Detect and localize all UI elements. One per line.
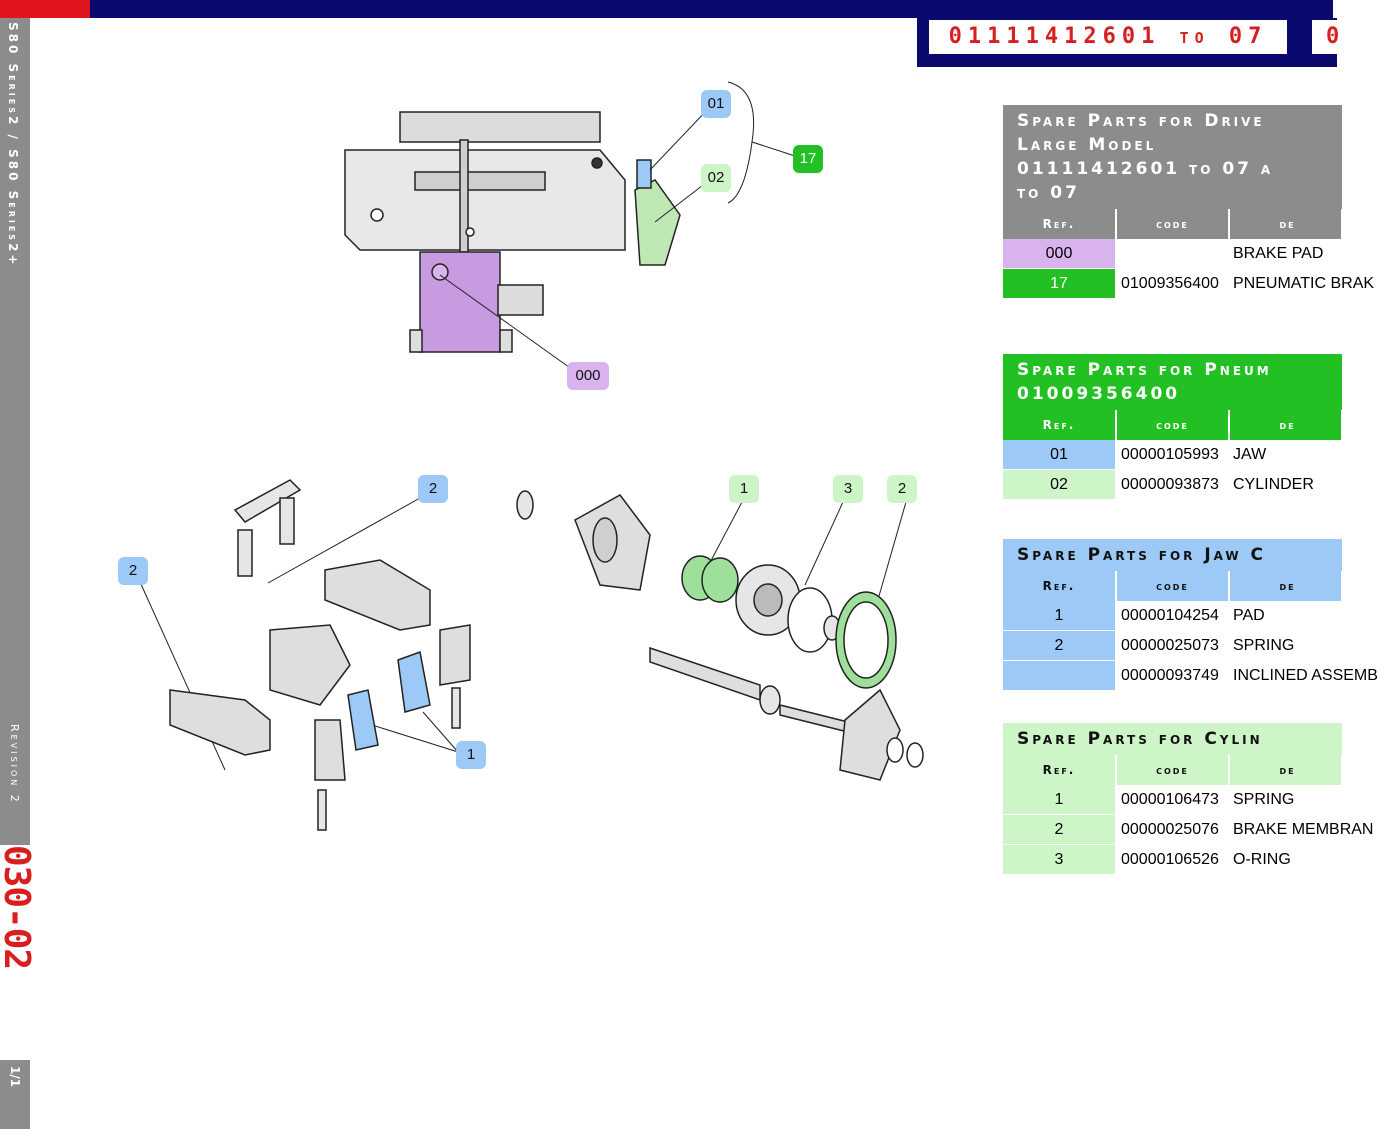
header-ref: Ref. bbox=[1003, 209, 1117, 239]
callout-cyl-1: 1 bbox=[729, 475, 759, 503]
parts-table-cylinder: Spare Parts for Cylin Ref. code de 1 000… bbox=[1003, 723, 1373, 875]
callout-jaw-1: 1 bbox=[456, 741, 486, 769]
top-bar bbox=[0, 0, 1333, 18]
parts-table-pneumatic: Spare Parts for Pneum 01009356400 Ref. c… bbox=[1003, 354, 1343, 500]
table-row: 00000093749 INCLINED ASSEMB bbox=[1003, 660, 1378, 691]
row-code: 00000093749 bbox=[1116, 660, 1229, 691]
row-ref bbox=[1003, 660, 1117, 691]
table-title-line: Spare Parts for Jaw C bbox=[1017, 545, 1267, 565]
parts-table-jaw: Spare Parts for Jaw C Ref. code de 1 000… bbox=[1003, 539, 1378, 691]
row-desc: BRAKE MEMBRAN bbox=[1229, 814, 1373, 845]
page-of: 1/1 bbox=[8, 1066, 22, 1088]
row-ref: 000 bbox=[1003, 239, 1117, 269]
row-ref: 01 bbox=[1003, 440, 1117, 470]
top-bar-accent bbox=[0, 0, 90, 18]
table-row: 3 00000106526 O-RING bbox=[1003, 844, 1342, 875]
row-desc: O-RING bbox=[1229, 844, 1342, 875]
serial-range-overflow: 0 bbox=[1312, 20, 1366, 54]
header-desc: de bbox=[1229, 410, 1343, 440]
serial-range: 01111412601 to 07 bbox=[929, 20, 1287, 54]
callout-jaw-2-top: 2 bbox=[418, 475, 448, 503]
header-desc: de bbox=[1229, 209, 1343, 239]
table-row: 02 00000093873 CYLINDER bbox=[1003, 469, 1342, 500]
page-code: 030-02 bbox=[0, 845, 37, 970]
table-row: 1 00000106473 SPRING bbox=[1003, 785, 1342, 815]
callout-02: 02 bbox=[701, 164, 731, 192]
row-ref: 3 bbox=[1003, 844, 1117, 875]
row-ref: 17 bbox=[1003, 268, 1117, 299]
header-desc: de bbox=[1229, 755, 1343, 785]
sidebar-revision: Revision 2 bbox=[8, 724, 21, 805]
table-row: 2 00000025076 BRAKE MEMBRAN bbox=[1003, 814, 1373, 845]
table-row: 17 01009356400 PNEUMATIC BRAK bbox=[1003, 268, 1374, 299]
header-code: code bbox=[1116, 571, 1230, 601]
header-desc: de bbox=[1229, 571, 1343, 601]
row-ref: 2 bbox=[1003, 630, 1117, 661]
callout-000: 000 bbox=[567, 362, 609, 390]
jaw-exploded-drawing bbox=[169, 479, 471, 831]
row-ref: 1 bbox=[1003, 601, 1117, 631]
table-title-line: Spare Parts for Pneum bbox=[1017, 360, 1272, 380]
header-code: code bbox=[1116, 209, 1230, 239]
header-ref: Ref. bbox=[1003, 571, 1117, 601]
parts-table-drive: Spare Parts for Drive Large Model 011114… bbox=[1003, 105, 1374, 299]
callout-17: 17 bbox=[793, 145, 823, 173]
header-code: code bbox=[1116, 410, 1230, 440]
header-ref: Ref. bbox=[1003, 755, 1117, 785]
table-row: 000 BRAKE PAD bbox=[1003, 239, 1342, 269]
table-row: 1 00000104254 PAD bbox=[1003, 601, 1342, 631]
row-desc: SPRING bbox=[1229, 630, 1342, 661]
row-code: 00000106526 bbox=[1116, 844, 1229, 875]
table-row: 2 00000025073 SPRING bbox=[1003, 630, 1342, 661]
row-code: 01009356400 bbox=[1116, 268, 1229, 299]
row-desc: PNEUMATIC BRAK bbox=[1229, 268, 1374, 299]
row-code: 00000025073 bbox=[1116, 630, 1229, 661]
row-desc: JAW bbox=[1229, 440, 1342, 470]
row-code bbox=[1116, 239, 1229, 269]
row-code: 00000105993 bbox=[1116, 440, 1229, 470]
row-desc: SPRING bbox=[1229, 785, 1342, 815]
callout-01: 01 bbox=[701, 90, 731, 118]
callout-jaw-2-left: 2 bbox=[118, 557, 148, 585]
row-desc: CYLINDER bbox=[1229, 469, 1342, 500]
sidebar-page-area bbox=[0, 845, 30, 1060]
table-title-line: 01009356400 bbox=[1017, 384, 1181, 404]
row-code: 00000025076 bbox=[1116, 814, 1229, 845]
row-desc: PAD bbox=[1229, 601, 1342, 631]
table-title-line: 01111412601 to 07 a bbox=[1017, 159, 1274, 179]
header-code: code bbox=[1116, 755, 1230, 785]
callout-cyl-3: 3 bbox=[833, 475, 863, 503]
row-ref: 2 bbox=[1003, 814, 1117, 845]
row-code: 00000106473 bbox=[1116, 785, 1229, 815]
table-row: 01 00000105993 JAW bbox=[1003, 440, 1342, 470]
row-ref: 02 bbox=[1003, 469, 1117, 500]
header-ref: Ref. bbox=[1003, 410, 1117, 440]
table-title-line: to 07 bbox=[1017, 183, 1080, 203]
sidebar-series-label: S80 Series2 / S80 Series2+ bbox=[6, 22, 20, 268]
row-ref: 1 bbox=[1003, 785, 1117, 815]
cylinder-exploded-drawing bbox=[516, 490, 924, 781]
table-title-line: Large Model bbox=[1017, 135, 1157, 155]
exploded-parts-diagram bbox=[139, 81, 924, 831]
row-desc: INCLINED ASSEMB bbox=[1229, 660, 1378, 691]
table-title-line: Spare Parts for Cylin bbox=[1017, 729, 1263, 749]
callout-cyl-2: 2 bbox=[887, 475, 917, 503]
row-code: 00000104254 bbox=[1116, 601, 1229, 631]
row-code: 00000093873 bbox=[1116, 469, 1229, 500]
drive-assembly-drawing bbox=[344, 111, 681, 353]
table-title-line: Spare Parts for Drive bbox=[1017, 111, 1265, 131]
row-desc: BRAKE PAD bbox=[1229, 239, 1342, 269]
